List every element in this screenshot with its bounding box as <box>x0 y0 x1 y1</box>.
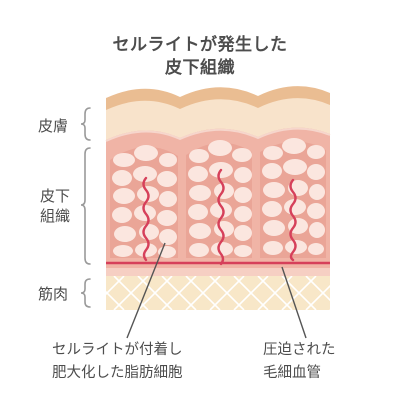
layer-brackets <box>80 107 91 308</box>
skin-dermis <box>106 98 330 140</box>
diagram-title-line2: 皮下組織 <box>165 58 235 78</box>
subcutaneous-layer <box>105 127 331 268</box>
capillary-1 <box>142 176 150 262</box>
muscle-bracket <box>80 278 91 308</box>
subcutaneous-label-line2: 組織 <box>40 207 70 225</box>
capillary-3 <box>289 178 297 262</box>
fat-cell-leader-line <box>126 242 166 339</box>
muscle-layer <box>106 268 330 310</box>
muscle-label: 筋肉 <box>38 285 68 303</box>
skin-layer <box>106 86 330 140</box>
leader-lines <box>126 242 307 339</box>
skin-label: 皮膚 <box>38 117 68 135</box>
capillary-callout-line1: 圧迫された <box>263 341 336 358</box>
diagram-title-line1: セルライトが発生した <box>112 35 288 55</box>
fat-cell-callout-line1: セルライトが付着し <box>52 341 183 358</box>
skin-bracket <box>80 107 91 141</box>
capillaries <box>142 168 297 266</box>
muscle-fibers <box>106 276 330 310</box>
fat-cells <box>112 138 325 258</box>
capillary-leader-line <box>281 266 307 339</box>
fat-cell-callout-line2: 肥大化した脂肪細胞 <box>52 364 183 381</box>
capillary-2 <box>217 168 225 266</box>
capillary-callout-line2: 毛細血管 <box>263 364 321 381</box>
subcutaneous-bracket <box>80 147 91 265</box>
subcutaneous-label-line1: 皮下 <box>40 187 70 205</box>
